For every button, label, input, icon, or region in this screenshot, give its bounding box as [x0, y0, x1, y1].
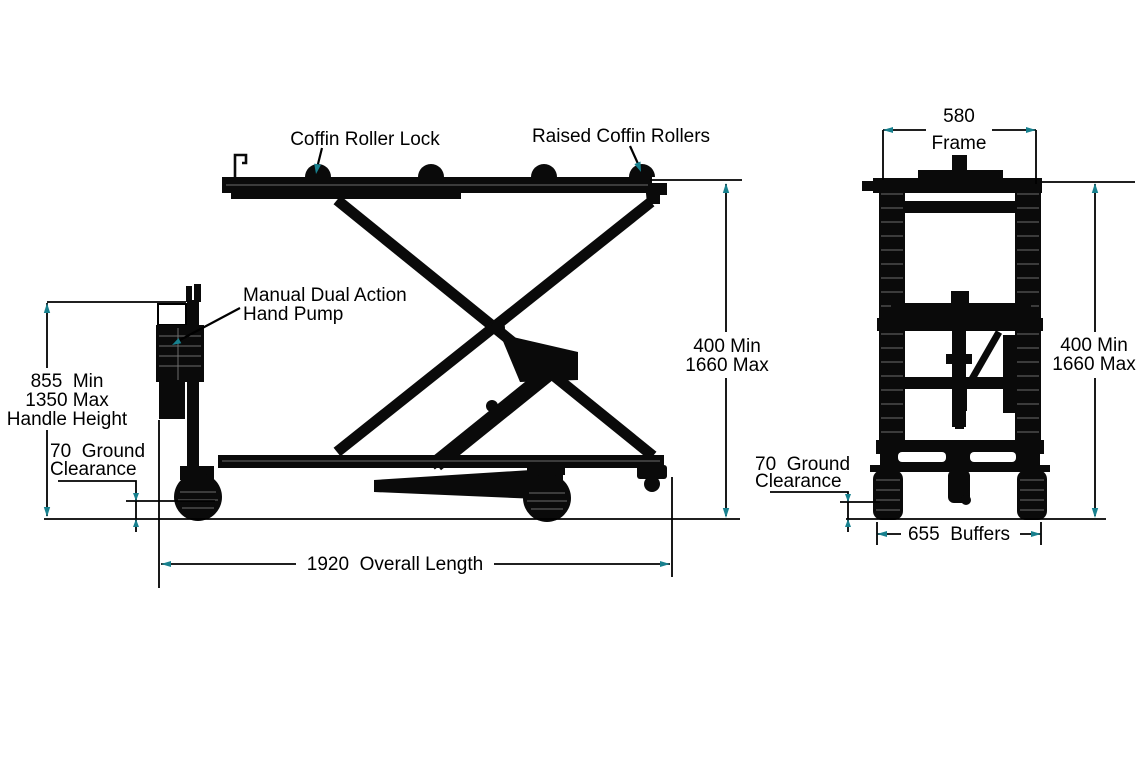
- front-wheel: [174, 473, 222, 521]
- buffers-arrow-right: [1031, 531, 1041, 537]
- raised-coffin-rollers-arrow: [634, 161, 641, 172]
- center-column-collar: [946, 354, 972, 364]
- frame-top-cap: [952, 155, 967, 172]
- coffin-roller-4: [629, 164, 655, 177]
- center-caster: [948, 470, 970, 503]
- handle-height-arrow-top: [43, 303, 51, 313]
- center-caster-nub: [961, 495, 971, 505]
- platform-height-max-text: 1660 Max: [685, 355, 769, 376]
- frame-left-ear: [862, 181, 875, 191]
- frame-width-arrow-left: [883, 127, 893, 133]
- side-view-machine: [156, 153, 667, 522]
- ground-clearance-label-text: Clearance: [50, 459, 137, 480]
- pump-body-texture: [159, 328, 201, 380]
- front-left-wheel: [873, 470, 903, 520]
- center-stub-narrow: [955, 411, 964, 429]
- bottom-plate-cutout-right: [970, 452, 1016, 462]
- bottom-plate-cutout-left: [898, 452, 946, 462]
- frame-upper-beam: [888, 201, 1033, 213]
- platform-height-arrow-bottom: [722, 508, 730, 518]
- frame-width-value-text: 580: [943, 106, 975, 127]
- hand-pump-label-line2: Hand Pump: [243, 304, 343, 325]
- side-view-dimensions: 855 Min 1350 Max Handle Height 70 Ground…: [7, 179, 769, 588]
- frame-width-arrow-right: [1026, 127, 1036, 133]
- front-left-wheel-plate: [870, 465, 906, 472]
- front-ground-clearance-arrow-top: [845, 494, 851, 502]
- overall-length-arrow-left: [161, 561, 171, 567]
- frame-top-plate: [918, 170, 1003, 178]
- coffin-roller-2: [418, 164, 444, 177]
- front-ground-clearance-step-line: [770, 491, 849, 532]
- pump-handle-nub-left: [186, 286, 192, 302]
- raised-coffin-rollers-label: Raised Coffin Rollers: [532, 126, 710, 147]
- side-view-callouts: Coffin Roller Lock Raised Coffin Rollers…: [172, 126, 710, 345]
- front-ground-clearance-value-text: 70 Ground: [755, 454, 850, 475]
- buffers-text: 655 Buffers: [908, 524, 1010, 545]
- platform-deck: [222, 177, 652, 193]
- overall-length-arrow-right: [660, 561, 670, 567]
- overall-length-text: 1920 Overall Length: [307, 554, 483, 575]
- raised-coffin-rollers-leader: [628, 145, 641, 167]
- pump-body: [156, 325, 204, 382]
- front-ground-clearance-label-text: Clearance: [755, 471, 842, 492]
- platform-end-bracket: [645, 183, 667, 204]
- platform-hook: [233, 153, 248, 182]
- frame-top-beam: [873, 178, 1042, 193]
- pump-lower-body: [159, 382, 185, 419]
- pump-top-bracket: [157, 303, 187, 326]
- platform-height-arrow-top: [722, 183, 730, 193]
- end-caster-wheel: [644, 476, 660, 492]
- ground-clearance-step-line: [58, 480, 137, 532]
- front-view-dimensions: 580 Frame 400 Min 1660 Max 70 Ground Cle…: [755, 106, 1136, 545]
- hydraulic-ram-head: [500, 334, 578, 382]
- hand-pump-leader: [177, 307, 241, 342]
- platform-underlayer: [231, 193, 461, 199]
- front-height-max-text: 1660 Max: [1052, 354, 1136, 375]
- handle-height-max-text: 1350 Max: [25, 390, 109, 411]
- frame-width-label-text: Frame: [932, 133, 987, 154]
- front-height-arrow-bottom: [1091, 508, 1099, 518]
- handle-height-arrow-bottom: [43, 507, 51, 517]
- coffin-roller-3: [531, 164, 557, 177]
- center-stub: [952, 389, 967, 411]
- coffin-roller-lock-arrow: [314, 163, 321, 174]
- right-inner-lining: [1003, 335, 1015, 413]
- coffin-roller-1: [305, 164, 331, 177]
- front-right-wheel: [1017, 470, 1047, 520]
- pump-handle-nub-right: [194, 284, 201, 302]
- frame-lower-beam: [888, 377, 1034, 389]
- front-height-arrow-top: [1091, 183, 1099, 193]
- rear-caster-fork: [527, 463, 565, 475]
- ground-clearance-arrow-bottom: [133, 519, 139, 527]
- hand-pump-arrow: [172, 338, 182, 345]
- front-wheel-stripes: [178, 491, 218, 509]
- rear-wheel-stripes: [527, 492, 567, 510]
- coffin-roller-lock-label: Coffin Roller Lock: [290, 129, 440, 150]
- ground-clearance-arrow-top: [133, 493, 139, 501]
- end-caster-bracket: [637, 465, 667, 479]
- platform-height-min-text: 400 Min: [693, 336, 761, 357]
- handle-height-label-text: Handle Height: [7, 409, 128, 430]
- front-ground-clearance-arrow-bottom: [845, 519, 851, 527]
- hand-pump-label-line1: Manual Dual Action: [243, 285, 407, 306]
- handle-height-min-text: 855 Min: [31, 371, 104, 392]
- front-height-min-text: 400 Min: [1060, 335, 1128, 356]
- front-right-wheel-plate: [1014, 465, 1050, 472]
- side-view: Coffin Roller Lock Raised Coffin Rollers…: [7, 126, 769, 588]
- front-wheels-texture: [876, 479, 1044, 511]
- scissor-center-pivot: [491, 321, 505, 335]
- frame-bottom-beam: [876, 440, 1044, 454]
- front-view: 580 Frame 400 Min 1660 Max 70 Ground Cle…: [755, 106, 1136, 545]
- front-view-machine: [862, 155, 1050, 520]
- base-wedge: [374, 468, 562, 500]
- ground-clearance-value-text: 70 Ground: [50, 441, 145, 462]
- diagonal-brace: [968, 330, 1003, 381]
- buffers-arrow-left: [877, 531, 887, 537]
- rear-wheel: [523, 474, 571, 522]
